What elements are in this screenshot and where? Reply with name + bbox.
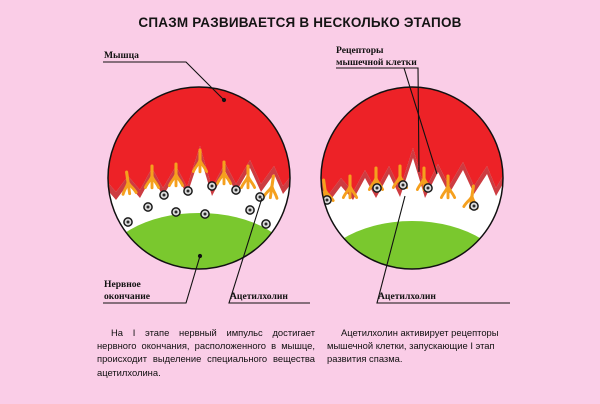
nerve-ending-right bbox=[321, 221, 503, 269]
muscle-shadow-left bbox=[108, 146, 290, 200]
acetylcholine-molecule-icon bbox=[231, 185, 241, 195]
leader-line-acetylcholine-right bbox=[376, 195, 510, 304]
acetylcholine-molecule-icon bbox=[171, 207, 181, 217]
acetylcholine-molecule-icon bbox=[469, 201, 479, 211]
label-acetylcholine-left: Ацетилхолин bbox=[230, 291, 288, 302]
leader-dot-muscle bbox=[221, 97, 227, 103]
leader-line-acetylcholine-left bbox=[228, 197, 310, 304]
nerve-ending-left bbox=[108, 213, 290, 269]
acetylcholine-molecule-icon bbox=[372, 183, 382, 193]
label-muscle: Мышца bbox=[104, 50, 139, 61]
acetylcholine-molecule-icon bbox=[123, 217, 133, 227]
acetylcholine-molecule-icon bbox=[159, 190, 169, 200]
caption-stage-1: На I этапе нервный импульс достигает нер… bbox=[97, 327, 315, 378]
leader-lines bbox=[103, 61, 510, 304]
acetylcholine-molecule-icon bbox=[183, 186, 193, 196]
acetylcholine-molecule-icon bbox=[398, 180, 408, 190]
panel-border-left bbox=[107, 86, 291, 270]
label-nerve-ending-line2: окончание bbox=[104, 290, 151, 302]
acetylcholine-molecule-icon bbox=[261, 219, 271, 229]
leader-line-muscle bbox=[103, 61, 225, 101]
leader-line-nerve-ending bbox=[103, 255, 201, 304]
muscle-region-left bbox=[108, 87, 290, 192]
muscle-shadow-right bbox=[321, 148, 503, 202]
panel-stage-1-diagram bbox=[107, 86, 291, 270]
page-title: СПАЗМ РАЗВИВАЕТСЯ В НЕСКОЛЬКО ЭТАПОВ bbox=[138, 15, 462, 30]
leader-line-receptors-b bbox=[403, 67, 438, 175]
panel-border-right bbox=[320, 86, 504, 270]
label-nerve-ending-line1: Нервное bbox=[104, 279, 141, 290]
leader-dot-nerve-ending bbox=[197, 253, 203, 259]
label-receptors: Рецепторы мышечной клетки bbox=[336, 45, 417, 68]
acetylcholine-molecule-icon bbox=[423, 183, 433, 193]
caption-stage-2: Ацетилхолин активирует рецепторы мышечно… bbox=[327, 327, 499, 365]
acetylcholine-molecule-icon bbox=[143, 202, 153, 212]
label-receptors-line2: мышечной клетки bbox=[336, 56, 417, 68]
acetylcholine-molecule-icon bbox=[200, 209, 210, 219]
muscle-region-right bbox=[321, 87, 503, 194]
label-nerve-ending: Нервное окончание bbox=[104, 279, 150, 302]
panel-stage-2-diagram bbox=[320, 86, 504, 270]
acetylcholine-molecule-icon bbox=[207, 181, 217, 191]
acetylcholine-molecule-icon bbox=[245, 205, 255, 215]
label-acetylcholine-right: Ацетилхолин bbox=[378, 291, 436, 302]
acetylcholine-molecule-icon bbox=[255, 192, 265, 202]
label-receptors-line1: Рецепторы bbox=[336, 45, 384, 56]
leader-line-receptors-a bbox=[336, 67, 420, 173]
